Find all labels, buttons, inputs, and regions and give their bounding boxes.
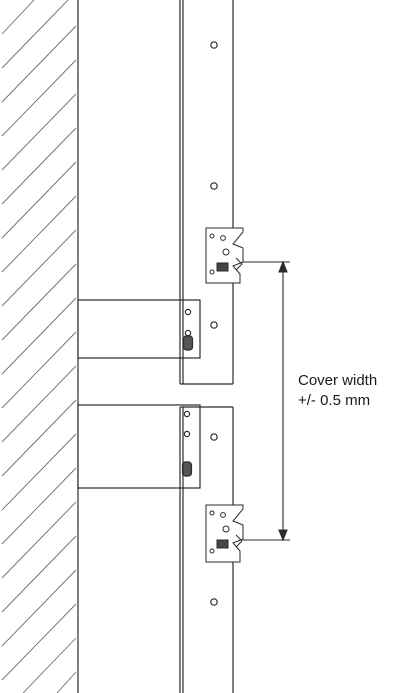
bracket-lower — [77, 404, 201, 489]
clip-lower — [205, 504, 290, 563]
panel-hole — [210, 433, 218, 441]
hatch-line — [1, 603, 77, 681]
hatch-line — [1, 0, 69, 69]
bolt-head — [181, 461, 193, 477]
hatch-line — [1, 25, 77, 103]
hatch-line — [1, 93, 77, 171]
panel-hole — [210, 321, 218, 329]
cover-panel-upper — [179, 0, 234, 385]
bolt-head — [182, 335, 194, 351]
tolerance-label: +/- 0.5 mm — [298, 392, 371, 409]
hatch-line — [1, 501, 77, 579]
cover-width-label: Cover width — [298, 372, 378, 389]
clip-upper — [205, 227, 290, 284]
hatch-line — [1, 433, 77, 511]
hatch-line — [1, 229, 77, 307]
hatch-line — [1, 263, 77, 341]
hatch-line — [1, 331, 77, 409]
hatch-line — [1, 161, 77, 239]
hatch-line — [56, 671, 77, 693]
hatch-line — [1, 399, 77, 477]
bracket-upper — [77, 299, 201, 359]
arrow-up — [278, 260, 288, 273]
dimension-line — [278, 260, 288, 542]
panel-hole — [210, 41, 218, 49]
hatch-line — [22, 637, 77, 693]
hatch-line — [1, 297, 77, 375]
wall-hatching — [1, 0, 77, 693]
hatch-line — [1, 0, 35, 35]
hatch-line — [1, 127, 77, 205]
hatch-line — [1, 365, 77, 443]
arrow-down — [278, 529, 288, 542]
hatch-line — [1, 467, 77, 545]
panel-hole — [210, 598, 218, 606]
hatch-line — [1, 569, 77, 647]
panel-hole — [210, 182, 218, 190]
hatch-line — [1, 195, 77, 273]
hatch-line — [1, 59, 77, 137]
hatch-line — [1, 535, 77, 613]
